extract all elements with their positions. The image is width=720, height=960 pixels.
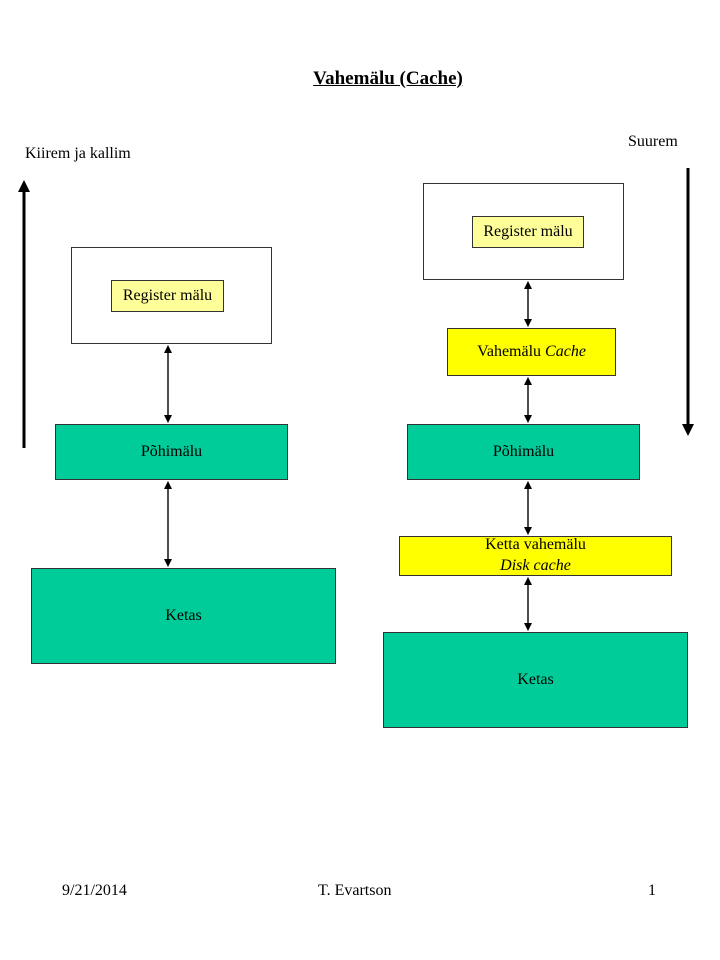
- disk-cache-label-italic: Disk cache: [500, 557, 571, 574]
- page-title: Vahemälu (Cache): [313, 68, 463, 89]
- disk-cache-box: Ketta vahemälu Disk cache: [399, 536, 672, 576]
- disk-cache-label: Ketta vahemälu: [485, 536, 586, 554]
- left-axis-label: Kiirem ja kallim: [25, 145, 131, 162]
- right-axis-label: Suurem: [628, 133, 678, 150]
- left-register-box: Register mälu: [111, 280, 224, 312]
- right-main-memory-box: Põhimälu: [407, 424, 640, 480]
- cache-label: Vahemälu: [477, 342, 542, 360]
- cache-label-italic: Cache: [545, 342, 586, 360]
- right-register-box: Register mälu: [472, 216, 584, 248]
- left-disk-box: Ketas: [31, 568, 336, 664]
- cache-box: Vahemälu Cache: [447, 328, 616, 376]
- right-disk-box: Ketas: [383, 632, 688, 728]
- footer-page-number: 1: [648, 882, 656, 899]
- footer-date: 9/21/2014: [62, 882, 127, 899]
- left-main-memory-box: Põhimälu: [55, 424, 288, 480]
- footer-author: T. Evartson: [318, 882, 392, 899]
